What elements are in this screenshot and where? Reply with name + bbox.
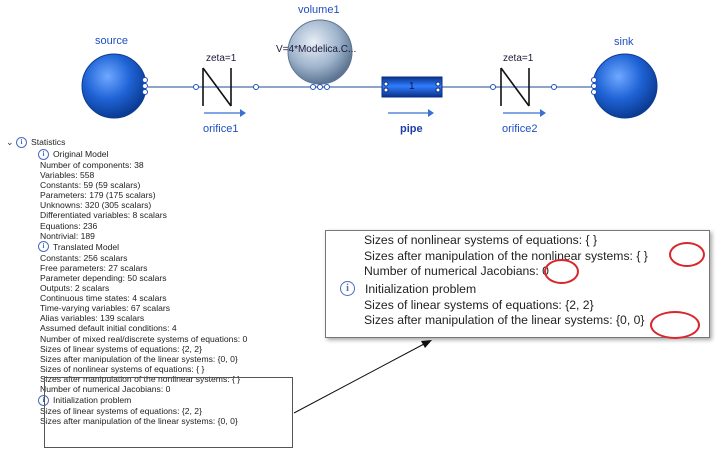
initialization-lines: Sizes of linear systems of equations: {2… [40, 406, 247, 426]
zoom-line: Sizes of nonlinear systems of equations:… [364, 233, 598, 247]
stat-line: Number of components: 38 [40, 160, 144, 170]
orifice2-param: zeta=1 [503, 53, 534, 64]
stat-line: Free parameters: 27 scalars [40, 262, 148, 273]
stat-line: Differentiated variables: 8 scalars [40, 210, 167, 221]
statistics-node[interactable]: ⌄ i Statistics [6, 136, 247, 148]
stat-line: Sizes of nonlinear systems of equations:… [40, 363, 205, 374]
pipe-number: 1 [409, 81, 415, 92]
orifice2-component[interactable] [490, 67, 557, 117]
sink-component[interactable] [591, 53, 658, 119]
red-oval-linear [650, 311, 700, 339]
stat-line: Sizes of linear systems of equations: {2… [40, 343, 202, 354]
orifice1-component[interactable] [193, 67, 259, 117]
zoom-line: Sizes after manipulation of the linear s… [364, 313, 645, 327]
initialization-label: Initialization problem [53, 395, 132, 406]
volume1-param: V=4*Modelica.C... [276, 44, 357, 55]
initialization-node[interactable]: i Initialization problem [38, 394, 247, 406]
pipe-label: pipe [400, 123, 423, 135]
orifice1-label: orifice1 [203, 123, 239, 135]
stat-line: Sizes after manipulation of the linear s… [40, 416, 238, 427]
zoom-callout: Sizes of nonlinear systems of equations:… [325, 230, 710, 338]
original-model-lines: Number of components: 38 Variables: 558 … [40, 160, 247, 241]
source-component[interactable] [81, 53, 148, 119]
zoom-init-label: Initialization problem [365, 281, 477, 296]
stat-line: Parameters: 179 (175 scalars) [40, 190, 156, 201]
sink-label: sink [614, 36, 634, 48]
collapse-chevron-icon[interactable]: ⌄ [6, 136, 14, 147]
volume1-component[interactable] [287, 19, 353, 90]
stat-line: Constants: 256 scalars [40, 252, 128, 263]
stat-line: Sizes after manipulation of the nonlinea… [40, 373, 241, 384]
info-icon: i [38, 148, 49, 160]
stat-line: Variables: 558 [40, 170, 95, 181]
original-model-node[interactable]: i Original Model [38, 148, 247, 160]
model-diagram [81, 19, 658, 119]
orifice2-label: orifice2 [502, 123, 538, 135]
red-oval-jacobians [544, 259, 579, 284]
stat-line: Unknowns: 320 (305 scalars) [40, 200, 152, 211]
translated-model-lines: Constants: 256 scalars Free parameters: … [40, 253, 247, 394]
zoom-line: Sizes after manipulation of the nonlinea… [364, 248, 648, 263]
info-icon: i [340, 281, 355, 296]
zoom-line: Number of numerical Jacobians: 0 [364, 264, 549, 278]
stat-line: Equations: 236 [40, 220, 98, 231]
stat-line: Time-varying variables: 67 scalars [40, 303, 171, 314]
highlight-box [44, 377, 293, 448]
stat-line: Continuous time states: 4 scalars [40, 293, 167, 304]
translated-model-label: Translated Model [53, 241, 120, 252]
statistics-tree: ⌄ i Statistics i Original Model Number o… [6, 136, 247, 426]
stat-line: Assumed default initial conditions: 4 [40, 323, 177, 334]
zoom-init-node: i Initialization problem [326, 280, 709, 298]
volume1-label: volume1 [298, 4, 340, 16]
stat-line: Constants: 59 (59 scalars) [40, 180, 141, 191]
info-icon: i [38, 394, 49, 406]
stat-line: Number of mixed real/discrete systems of… [40, 333, 248, 344]
info-icon: i [16, 136, 27, 148]
stat-line: Nontrivial: 189 [40, 230, 95, 241]
pipe-component[interactable] [381, 76, 443, 117]
stat-line: Outputs: 2 scalars [40, 283, 110, 294]
original-model-label: Original Model [53, 149, 109, 159]
red-oval-nonlinear [669, 242, 705, 267]
statistics-label: Statistics [31, 137, 66, 147]
stat-line: Parameter depending: 50 scalars [40, 272, 167, 283]
stat-line: Sizes after manipulation of the linear s… [40, 353, 238, 364]
stat-line: Number of numerical Jacobians: 0 [40, 383, 171, 394]
source-label: source [95, 35, 129, 47]
translated-model-node[interactable]: i Translated Model [38, 241, 247, 253]
stat-line: Alias variables: 139 scalars [40, 313, 145, 324]
orifice1-param: zeta=1 [206, 53, 237, 64]
info-icon: i [38, 241, 49, 253]
zoom-line: Sizes of linear systems of equations: {2… [364, 297, 594, 312]
stat-line: Sizes of linear systems of equations: {2… [40, 406, 202, 417]
